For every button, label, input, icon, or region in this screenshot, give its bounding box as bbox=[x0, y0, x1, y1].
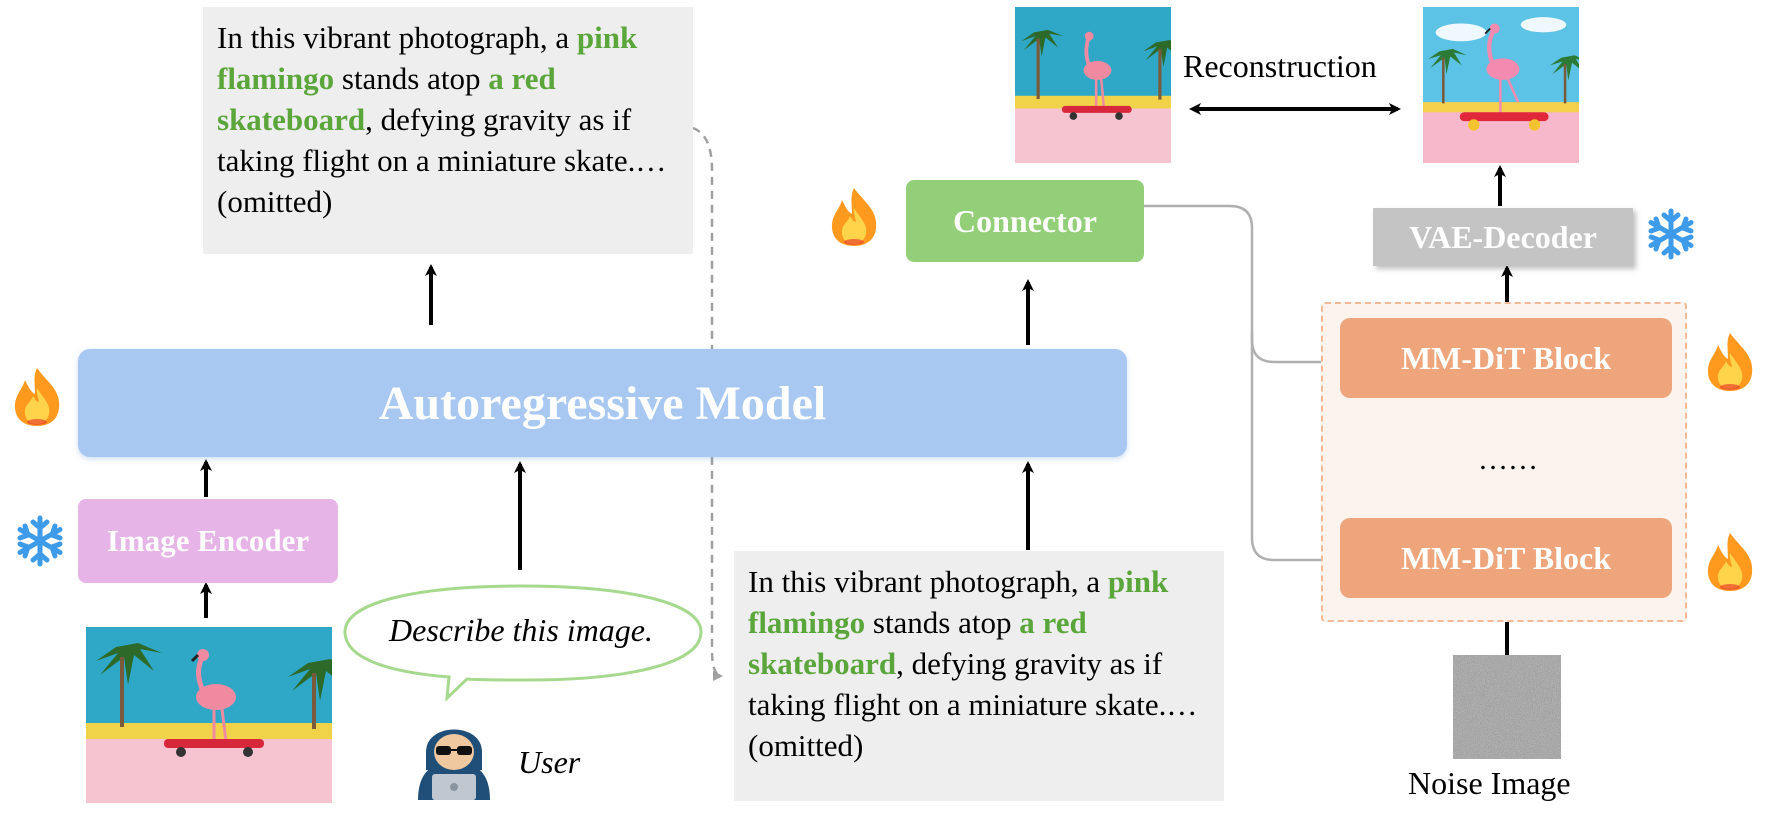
caption-highlight: a red skateboard bbox=[748, 605, 1087, 681]
block-label: MM-DiT Block bbox=[1400, 339, 1612, 376]
block-label: Image Encoder bbox=[106, 523, 310, 558]
input-flamingo-image bbox=[86, 627, 332, 803]
caption-text: , defying gravity as if taking flight on… bbox=[748, 646, 1198, 763]
caption-highlight: a red skateboard bbox=[217, 61, 556, 137]
block-label: Connector bbox=[953, 202, 1097, 239]
caption-highlight: pink flamingo bbox=[217, 20, 638, 96]
caption-top: In this vibrant photograph, a pink flami… bbox=[203, 7, 693, 254]
user-text: User bbox=[518, 744, 581, 780]
fire-icon bbox=[831, 188, 877, 246]
speech-bubble bbox=[343, 584, 703, 702]
noise-image-label: Noise Image bbox=[1408, 765, 1571, 802]
snowflake-icon bbox=[17, 515, 63, 567]
fire-icon bbox=[1707, 333, 1753, 391]
image-encoder-block: Image Encoder bbox=[78, 499, 338, 583]
reconstructed-flamingo-image bbox=[1423, 7, 1579, 163]
ellipsis-text: …… bbox=[1478, 443, 1538, 476]
arrow-caption-copy bbox=[692, 126, 723, 681]
block-label: VAE-Decoder bbox=[1409, 218, 1597, 255]
caption-text: In this vibrant photograph, a bbox=[748, 564, 1108, 599]
caption-text: , defying gravity as if taking flight on… bbox=[217, 102, 667, 219]
autoregressive-model-block: Autoregressive Model bbox=[78, 349, 1127, 457]
caption-text: stands atop bbox=[865, 605, 1020, 640]
caption-bottom: In this vibrant photograph, a pink flami… bbox=[734, 551, 1224, 801]
fire-icon bbox=[1707, 533, 1753, 591]
connector-block: Connector bbox=[906, 180, 1144, 262]
snowflake-icon bbox=[1648, 208, 1694, 260]
user-icon bbox=[418, 729, 490, 800]
vae-decoder-block: VAE-Decoder bbox=[1373, 208, 1633, 266]
reconstruction-label: Reconstruction bbox=[1183, 48, 1377, 85]
user-prompt: Describe this image. bbox=[356, 612, 686, 649]
caption-text: stands atop bbox=[334, 61, 489, 96]
block-label: MM-DiT Block bbox=[1400, 539, 1612, 576]
caption-highlight: pink flamingo bbox=[748, 564, 1169, 640]
block-label: Autoregressive Model bbox=[378, 376, 827, 430]
noise-image-text: Noise Image bbox=[1408, 765, 1571, 801]
mmdit-ellipsis: …… bbox=[1466, 443, 1550, 477]
user-prompt-text: Describe this image. bbox=[389, 612, 653, 648]
mmdit-block-bottom: MM-DiT Block bbox=[1340, 518, 1672, 598]
arrow-connector-to-mmdit-top bbox=[1144, 204, 1337, 366]
mmdit-block-top: MM-DiT Block bbox=[1340, 318, 1672, 398]
user-label: User bbox=[518, 744, 580, 781]
input-flamingo-image-small bbox=[1015, 7, 1171, 163]
noise-image bbox=[1453, 655, 1561, 759]
arrow-connector-to-mmdit-bottom bbox=[1250, 330, 1337, 564]
fire-icon bbox=[14, 368, 60, 426]
caption-text: In this vibrant photograph, a bbox=[217, 20, 577, 55]
reconstruction-text: Reconstruction bbox=[1183, 48, 1377, 84]
